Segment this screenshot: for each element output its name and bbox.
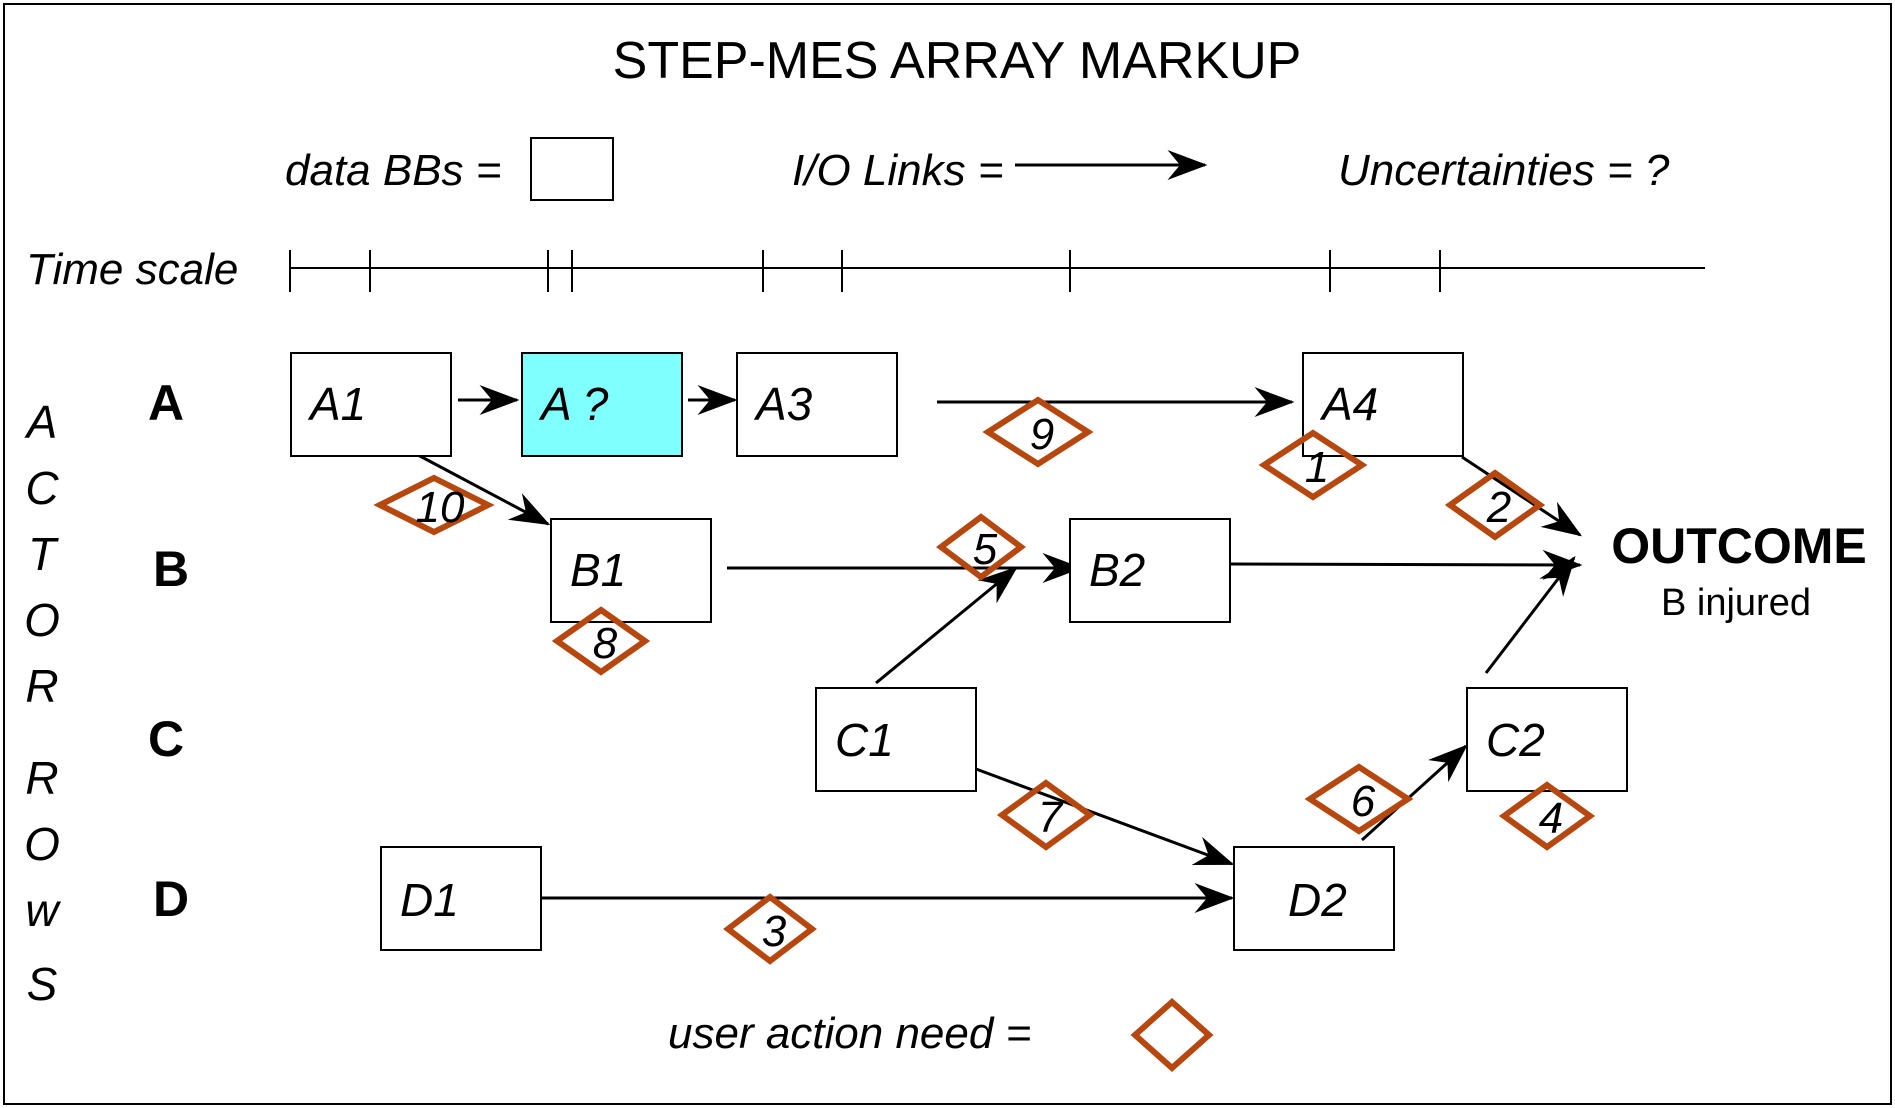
- diamond-2[interactable]: 2: [1444, 469, 1546, 541]
- legend-uncertainties-label: Uncertainties = ?: [1338, 146, 1670, 195]
- box-d1[interactable]: D1: [380, 846, 542, 951]
- box-b1[interactable]: B1: [550, 518, 712, 623]
- diamonds: 10 9 1 2 5 8 6 7: [373, 396, 1596, 1073]
- actor-rows-letter: R: [25, 752, 58, 804]
- diamond-5-label: 5: [973, 525, 998, 574]
- link-c2-outcome: [1484, 556, 1576, 674]
- actor-rows-letter: A: [24, 396, 58, 448]
- diamond-4[interactable]: 4: [1498, 781, 1596, 851]
- box-c1-label: C1: [835, 714, 894, 766]
- row-label-d: D: [153, 871, 189, 927]
- link-b2-outcome: [1227, 549, 1583, 580]
- link-c1-b2: [875, 566, 1018, 685]
- diamond-6[interactable]: 6: [1304, 763, 1414, 835]
- diamond-3-label: 3: [762, 907, 787, 956]
- diamond-10-label: 10: [416, 483, 465, 532]
- actor-rows-letter: S: [27, 958, 58, 1010]
- legend-user-action-label: user action need =: [668, 1009, 1031, 1058]
- outcome-subtitle: B injured: [1661, 582, 1811, 624]
- box-a1[interactable]: A1: [290, 352, 452, 457]
- box-a-uncertain-label: A ?: [538, 378, 609, 430]
- link-d2-c2: [1360, 744, 1468, 842]
- box-a3[interactable]: A3: [736, 352, 898, 457]
- actor-rows-letter: R: [25, 660, 58, 712]
- link-a4-outcome: [1461, 455, 1583, 537]
- box-b2-label: B2: [1089, 544, 1145, 596]
- diamond-3[interactable]: 3: [723, 893, 817, 965]
- row-label-b: B: [153, 541, 189, 597]
- diamond-2-label: 2: [1486, 483, 1511, 532]
- box-b2[interactable]: B2: [1069, 518, 1231, 623]
- diamond-6-label: 6: [1351, 777, 1376, 826]
- legend-data-bbs-label: data BBs =: [285, 146, 501, 195]
- diamond-1[interactable]: 1: [1258, 429, 1368, 501]
- diamond-1-label: 1: [1305, 443, 1329, 492]
- box-c1[interactable]: C1: [815, 687, 977, 792]
- actor-rows-letter: O: [24, 818, 60, 870]
- time-scale-axis: [289, 250, 1705, 292]
- link-c1-d2: [975, 767, 1235, 866]
- legend-diamond-swatch: [1130, 997, 1214, 1073]
- diamond-7-label: 7: [1038, 793, 1064, 842]
- diagram-title: STEP-MES ARRAY MARKUP: [613, 32, 1302, 90]
- diamond-4-label: 4: [1539, 794, 1563, 843]
- diamond-7[interactable]: 7: [996, 779, 1096, 851]
- box-a1-label: A1: [307, 378, 366, 430]
- actor-rows-letter: T: [28, 528, 59, 580]
- diamond-9[interactable]: 9: [982, 396, 1094, 468]
- box-a4[interactable]: A4: [1302, 352, 1464, 457]
- box-a3-label: A3: [753, 378, 813, 430]
- diamond-8-label: 8: [593, 619, 618, 668]
- io-links: [417, 385, 1583, 913]
- diamond-5[interactable]: 5: [936, 513, 1026, 581]
- legend-box-swatch: [530, 137, 614, 201]
- box-d2[interactable]: D2: [1233, 846, 1395, 951]
- box-c2-label: C2: [1486, 714, 1545, 766]
- actor-rows-letter: C: [25, 462, 59, 514]
- actor-rows-letter: O: [24, 594, 60, 646]
- outcome-title: OUTCOME: [1611, 518, 1867, 574]
- time-scale-label: Time scale: [26, 245, 238, 294]
- box-d2-label: D2: [1288, 874, 1347, 926]
- legend-io-links-label: I/O Links =: [792, 146, 1004, 195]
- box-a4-label: A4: [1319, 378, 1378, 430]
- link-a1-b1: [417, 453, 551, 526]
- box-d1-label: D1: [400, 874, 459, 926]
- box-b1-label: B1: [570, 544, 626, 596]
- actor-rows-label: A C T O R R O w S: [24, 396, 62, 1010]
- row-label-a: A: [148, 375, 184, 431]
- box-c2[interactable]: C2: [1466, 687, 1628, 792]
- diamond-10[interactable]: 10: [373, 474, 495, 536]
- diamond-9-label: 9: [1030, 410, 1054, 459]
- diamond-8[interactable]: 8: [551, 606, 651, 676]
- box-a-uncertain[interactable]: A ?: [521, 352, 683, 457]
- row-label-c: C: [148, 711, 184, 767]
- actor-rows-letter: w: [25, 884, 61, 936]
